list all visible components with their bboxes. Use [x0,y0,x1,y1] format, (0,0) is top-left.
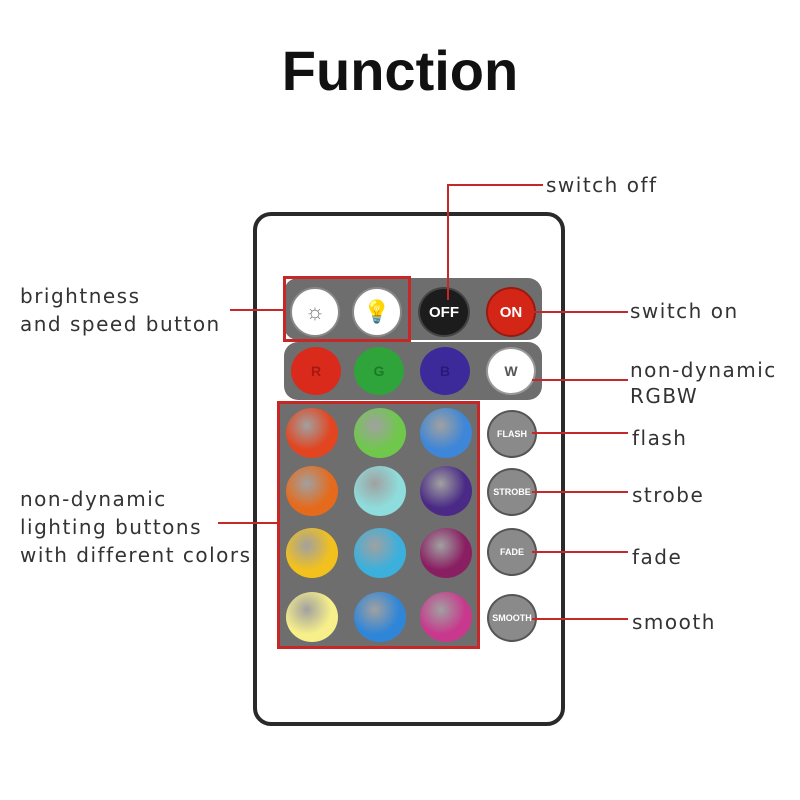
blue-button-label: B [439,363,451,379]
color-button-1-0[interactable] [286,466,338,516]
page-title: Function [281,39,519,102]
brightness-up-button[interactable]: 💡 [352,287,402,337]
off-button-label: OFF [429,303,459,321]
rgbw-label-line2: RGBW [630,384,699,408]
color-button-1-1[interactable] [354,466,406,516]
green-button[interactable]: G [354,347,404,395]
color-grid-highlight-box [277,401,480,649]
color-button-2-0[interactable] [286,528,338,578]
smooth-label: smooth [632,610,716,634]
brightness-label-line1: brightness [20,284,141,308]
on-button-label: ON [499,303,523,321]
blue-button[interactable]: B [420,347,470,395]
red-button[interactable]: R [291,347,341,395]
red-button-label: R [310,363,322,379]
white-button-label: W [504,363,518,379]
flash-button-label: FLASH [497,429,527,439]
fade-button-label: FADE [499,547,524,557]
strobe-label: strobe [632,483,705,507]
color-button-1-2[interactable] [420,466,472,516]
color-button-3-2[interactable] [420,592,472,642]
strobe-button-label: STROBE [493,487,531,497]
color-button-0-2[interactable] [420,408,472,458]
color-button-0-0[interactable] [286,408,338,458]
color-button-2-2[interactable] [420,528,472,578]
switch-off-label: switch off [546,173,658,197]
green-button-label: G [373,363,385,379]
brightness-label-line2: and speed button [20,312,221,336]
brightness-down-button[interactable]: ☼ [290,287,340,337]
switch-off-line [447,184,543,300]
off-button[interactable]: OFF [418,287,470,337]
color-button-0-1[interactable] [354,408,406,458]
flash-label: flash [632,426,688,450]
rgbw-label-line1: non-dynamic [630,358,777,382]
lighting-label-line1: non-dynamic [20,487,167,511]
sun-icon: ☼ [304,299,326,324]
smooth-button-label: SMOOTH [492,613,532,623]
bulb-icon: 💡 [363,299,391,324]
color-button-3-1[interactable] [354,592,406,642]
fade-label: fade [632,545,683,569]
on-button[interactable]: ON [486,287,536,337]
lighting-label-line2: lighting buttons [20,515,202,539]
color-button-2-1[interactable] [354,528,406,578]
switch-on-label: switch on [630,299,739,323]
white-button[interactable]: W [486,347,536,395]
lighting-label-line3: with different colors [20,543,252,567]
color-button-3-0[interactable] [286,592,338,642]
fade-button[interactable]: FADE [487,528,537,576]
